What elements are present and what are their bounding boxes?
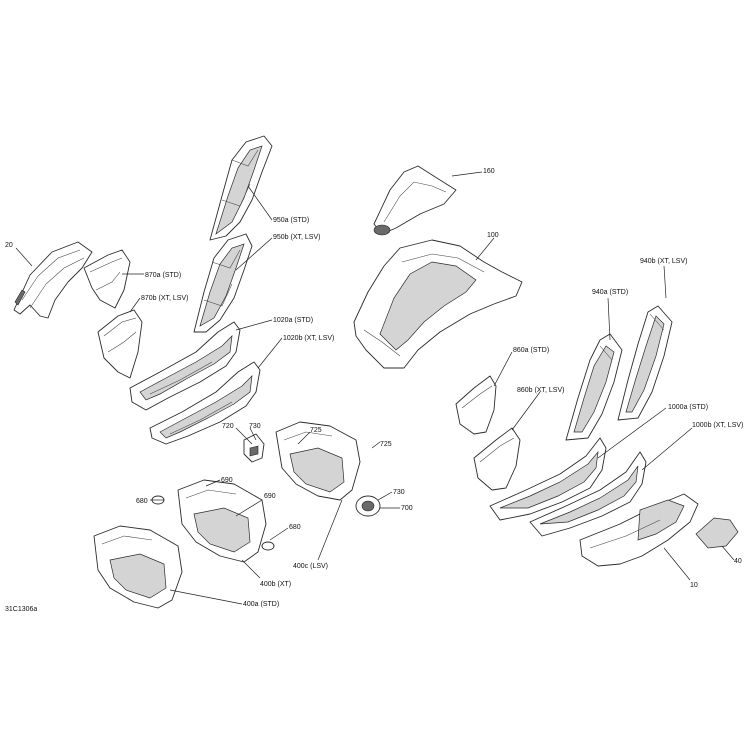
part-700-housing — [355, 495, 381, 517]
part-1000a-rocker-panel — [489, 437, 607, 521]
callout-400b: 400b (XT) — [260, 581, 291, 588]
part-1020b-rocker-panel — [149, 361, 261, 445]
callout-720: 720 — [222, 423, 234, 430]
part-20-front-fender — [13, 241, 93, 319]
callout-160: 160 — [483, 168, 495, 175]
callout-1020b: 1020b (XT, LSV) — [283, 335, 334, 342]
part-100-hood — [353, 239, 523, 369]
callout-700: 700 — [401, 505, 413, 512]
part-870b-panel — [97, 309, 143, 379]
part-1020a-rocker-panel — [129, 321, 241, 411]
callout-725-right: 725 — [380, 441, 392, 448]
part-940b-door-panel — [617, 305, 673, 421]
part-720-bracket — [243, 433, 265, 463]
callout-860a: 860a (STD) — [513, 347, 549, 354]
callout-725-left: 725 — [310, 427, 322, 434]
part-400a-seat-base — [93, 525, 183, 609]
callout-950b: 950b (XT, LSV) — [273, 234, 320, 241]
callout-100: 100 — [487, 232, 499, 239]
callout-1000a: 1000a (STD) — [668, 404, 708, 411]
callout-730-top: 730 — [249, 423, 261, 430]
callout-680-left: 680 — [136, 498, 148, 505]
callout-400a: 400a (STD) — [243, 601, 279, 608]
part-10-rear-lower-panel — [579, 493, 699, 567]
part-940a-door-panel — [565, 333, 623, 441]
callout-690-left: 690 — [221, 477, 233, 484]
part-860a-panel — [455, 375, 497, 435]
callout-940a: 940a (STD) — [592, 289, 628, 296]
part-860b-panel — [473, 427, 521, 491]
part-400c-seat-base — [275, 421, 361, 501]
callout-730-bottom: 730 — [393, 489, 405, 496]
callout-950a: 950a (STD) — [273, 217, 309, 224]
callout-40: 40 — [734, 558, 742, 565]
callout-1000b: 1000b (XT, LSV) — [692, 422, 743, 429]
part-680-clip-b — [261, 541, 275, 551]
callout-680-right: 680 — [289, 524, 301, 531]
callout-10: 10 — [690, 582, 698, 589]
callout-labels: 20 870a (STD) 870b (XT, LSV) 950a (STD) … — [5, 168, 743, 608]
part-950b-side-panel — [193, 233, 253, 333]
part-870a-panel — [83, 249, 131, 309]
callout-400c: 400c (LSV) — [293, 563, 328, 570]
leader-lines — [15, 171, 735, 605]
callout-870a: 870a (STD) — [145, 272, 181, 279]
callout-940b: 940b (XT, LSV) — [640, 258, 687, 265]
drawing-code: 31C1306a — [5, 606, 37, 613]
callout-690-right: 690 — [264, 493, 276, 500]
part-950a-side-panel — [209, 135, 273, 241]
callout-1020a: 1020a (STD) — [273, 317, 313, 324]
callout-860b: 860b (XT, LSV) — [517, 387, 564, 394]
part-1000b-rocker-panel — [529, 451, 647, 537]
callout-20: 20 — [5, 242, 13, 249]
part-40-small-panel — [695, 517, 739, 549]
part-160-hood-scoop — [373, 165, 457, 236]
callout-870b: 870b (XT, LSV) — [141, 295, 188, 302]
part-400b-seat-base — [177, 479, 267, 563]
